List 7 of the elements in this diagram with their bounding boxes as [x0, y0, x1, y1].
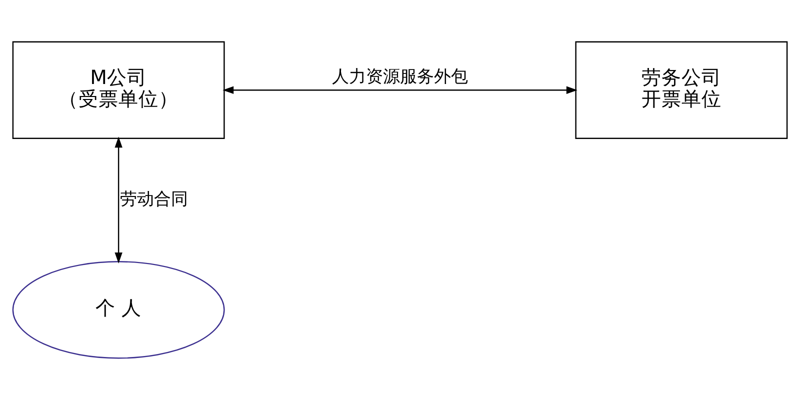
node-box: M公司 （受票单位） — [12, 41, 225, 139]
edge-label: 劳动合同 — [120, 190, 188, 210]
node-box: 劳务公司 开票单位 — [575, 41, 788, 139]
node-ellipse: 个 人 — [12, 261, 225, 359]
edge-label: 人力资源服务外包 — [332, 66, 468, 87]
arrow — [222, 86, 578, 94]
arrow — [114, 136, 122, 264]
